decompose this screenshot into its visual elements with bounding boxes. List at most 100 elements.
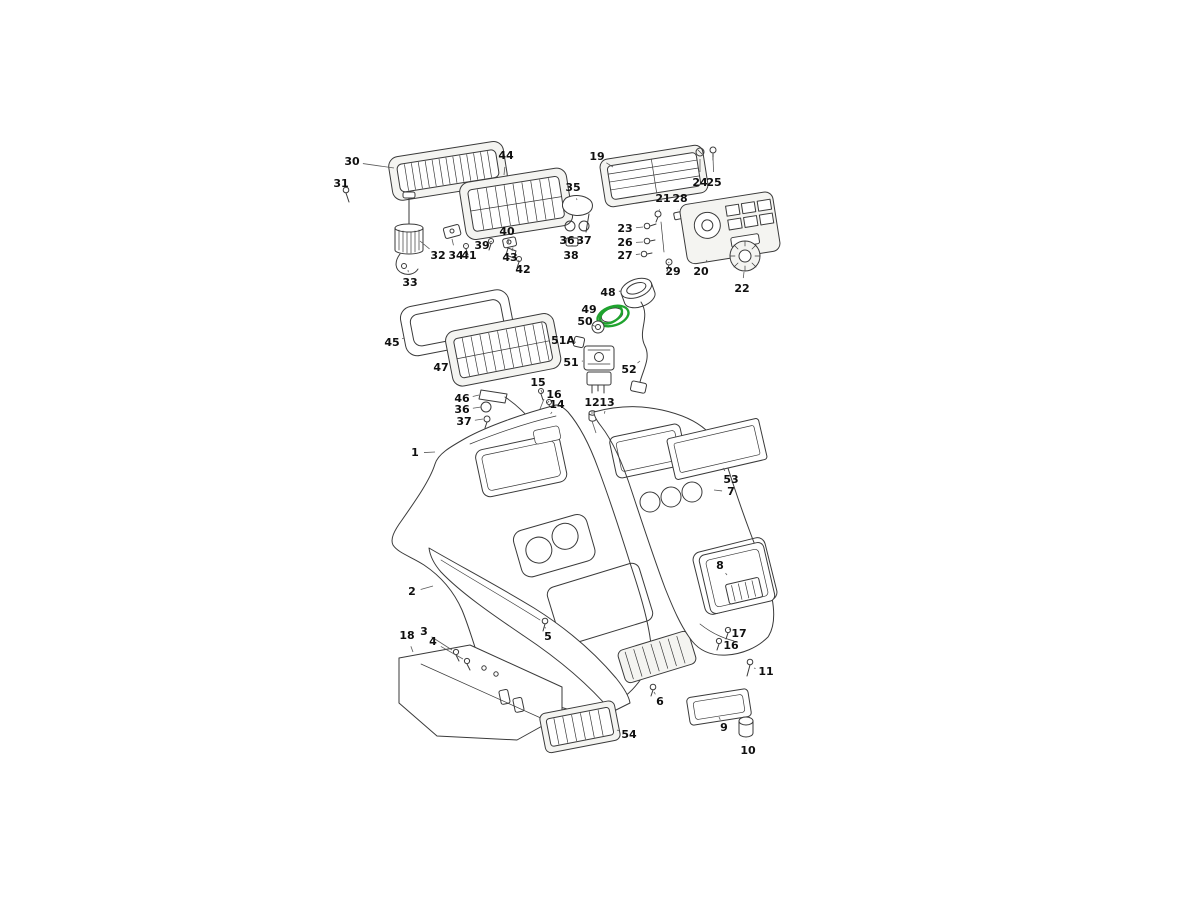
part-label-35[interactable]: 35 [565,181,580,194]
part-label-14[interactable]: 14 [549,398,565,411]
part-label-43[interactable]: 43 [502,251,517,264]
part-label-16[interactable]: 16 [546,388,562,401]
leader-line-18 [410,646,414,653]
panel-8 [698,542,776,614]
part-label-52[interactable]: 52 [621,363,636,376]
part-label-23[interactable]: 23 [617,222,632,235]
wire-52 [629,301,648,394]
part-label-47[interactable]: 47 [433,361,448,374]
part-label-51[interactable]: 51 [563,356,578,369]
leader-line-20 [705,259,708,263]
part-label-8[interactable]: 8 [716,559,724,572]
leader-line-4 [440,646,464,660]
part-label-54[interactable]: 54 [621,728,637,741]
part-label-12[interactable]: 12 [584,396,599,409]
console-body-1 [391,404,697,715]
part-label-18[interactable]: 18 [399,629,414,642]
part-label-7[interactable]: 7 [727,485,735,498]
part-label-34[interactable]: 34 [448,249,464,262]
leader-line-43 [511,247,514,252]
part-label-40[interactable]: 40 [499,225,515,238]
part-label-53[interactable]: 53 [723,473,738,486]
vent-grille-47 [445,313,562,387]
part-label-49[interactable]: 49 [581,303,596,316]
part-label-27[interactable]: 27 [617,249,632,262]
knob-assembly-32-33 [394,191,424,275]
part-label-15[interactable]: 15 [530,376,545,389]
part-label-36[interactable]: 36 [559,234,575,247]
part-label-24[interactable]: 24 [692,176,708,189]
leader-line-2 [420,585,434,590]
part-label-16[interactable]: 16 [723,639,739,652]
part-label-50[interactable]: 50 [577,315,593,328]
leader-line-1 [423,451,436,453]
leader-line-40 [507,238,509,243]
part-label-37[interactable]: 37 [576,234,591,247]
part-label-17[interactable]: 17 [731,627,746,640]
part-label-25[interactable]: 25 [706,176,721,189]
tray-9 [686,688,752,726]
part-label-32[interactable]: 32 [430,249,445,262]
highlight-ring-inner [598,305,624,325]
leader-line-54 [616,729,619,732]
part-label-37[interactable]: 37 [456,415,471,428]
leader-line-9 [718,716,721,720]
leader-line-53 [722,467,726,472]
leader-line-11 [753,667,756,669]
panel-53 [666,418,768,480]
grille-54 [539,700,621,754]
part-label-31[interactable]: 31 [333,177,348,190]
part-label-6[interactable]: 6 [656,695,664,708]
part-label-10[interactable]: 10 [740,744,756,757]
screw-11 [746,658,754,677]
part-label-51A[interactable]: 51A [551,334,575,347]
leader-line-27 [635,253,641,255]
socket-50 [591,320,605,334]
part-label-4[interactable]: 4 [429,635,437,648]
part-label-33[interactable]: 33 [402,276,417,289]
leader-line-6 [653,691,656,695]
knob-22 [729,240,761,272]
part-label-44[interactable]: 44 [498,149,514,162]
part-label-13[interactable]: 13 [599,396,614,409]
screw-31 [342,186,350,203]
part-label-42[interactable]: 42 [515,263,530,276]
leader-line-8 [725,572,728,576]
part-label-26[interactable]: 26 [617,236,633,249]
part-label-21[interactable]: 21 [655,192,670,205]
part-label-22[interactable]: 22 [734,282,749,295]
leader-line-34 [451,238,454,246]
leader-line-23 [635,226,644,229]
screws-3-4 [452,648,471,671]
part-label-30[interactable]: 30 [344,155,360,168]
part-label-29[interactable]: 29 [665,265,680,278]
part-label-11[interactable]: 11 [758,665,773,678]
leader-line-15 [540,389,543,394]
part-label-38[interactable]: 38 [563,249,578,262]
socket-10 [738,716,754,738]
part-label-36[interactable]: 36 [454,403,470,416]
leader-line-19 [606,162,614,168]
part-label-5[interactable]: 5 [544,630,552,643]
part-label-45[interactable]: 45 [384,336,399,349]
clip-51A [572,335,586,349]
part-label-28[interactable]: 28 [672,192,687,205]
part-label-41[interactable]: 41 [461,249,476,262]
leader-line-22 [742,271,745,279]
part-label-1[interactable]: 1 [411,446,419,459]
part-label-2[interactable]: 2 [408,585,416,598]
part-label-20[interactable]: 20 [693,265,709,278]
leader-line-37 [474,418,484,421]
part-label-39[interactable]: 39 [474,239,489,252]
part-label-19[interactable]: 19 [589,150,604,163]
part-label-48[interactable]: 48 [600,286,615,299]
leader-line-25 [712,156,714,173]
switch-51 [583,345,615,394]
bracket-34 [442,224,462,239]
part-label-46[interactable]: 46 [454,392,470,405]
leader-line-7 [713,489,723,492]
part-label-9[interactable]: 9 [720,721,728,734]
part-label-3[interactable]: 3 [420,625,428,638]
side-trim-2 [428,547,631,713]
